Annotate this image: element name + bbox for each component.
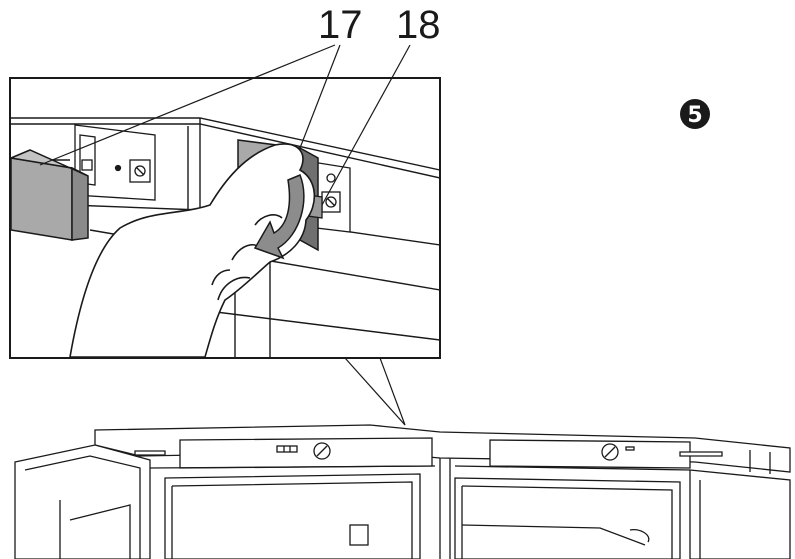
display-left	[276, 445, 298, 453]
compartment-right	[454, 477, 681, 559]
handle-right	[679, 451, 723, 457]
door-left	[14, 444, 151, 559]
cover-panel-left	[11, 149, 89, 241]
leader-17-b	[299, 44, 341, 149]
door-right	[689, 469, 791, 559]
step-badge: 5	[680, 99, 710, 129]
step-badge-circle	[680, 99, 710, 129]
indicator-right	[625, 446, 635, 451]
control-strip-right	[489, 439, 691, 469]
press-arrow	[253, 174, 305, 260]
control-strip-left	[179, 437, 433, 469]
inset-pointer	[344, 357, 406, 426]
handle-left	[134, 450, 166, 456]
leader-lines	[39, 44, 411, 206]
hinge-bracket-left	[74, 124, 156, 201]
appliance-overview	[14, 424, 791, 559]
leader-18	[321, 44, 411, 206]
step-badge-number: 5	[687, 103, 702, 128]
compartment-left	[164, 473, 421, 559]
callout-17: 17	[318, 3, 363, 47]
callout-18: 18	[396, 3, 441, 47]
leader-17-a	[39, 44, 336, 166]
detail-inset-content	[11, 117, 439, 357]
